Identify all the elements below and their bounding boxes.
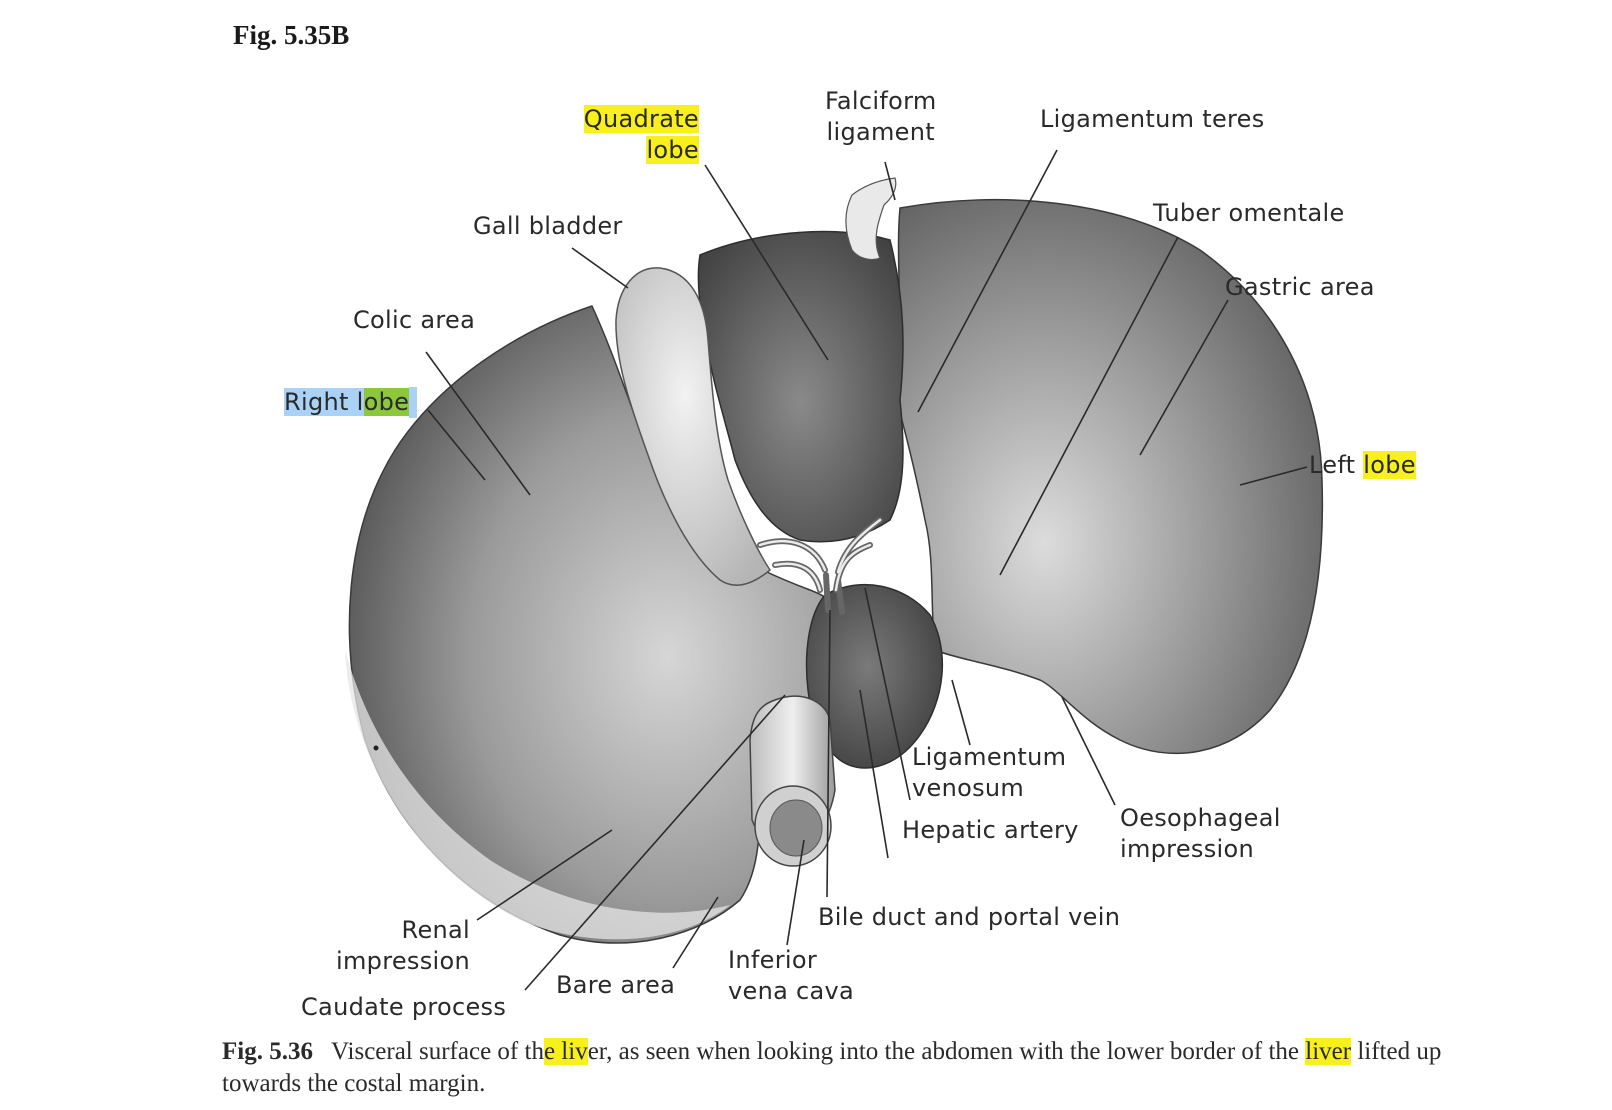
caption-text-part3: lifted up towards the costal margin. [222, 1038, 1442, 1097]
label-colic-area: Colic area [353, 306, 476, 334]
label-ligamentum-venosum-line1: Ligamentum [912, 743, 1067, 771]
label-oesophageal-impression: Oesophageal impression [1120, 803, 1281, 865]
label-oesophageal-line2: impression [1120, 835, 1254, 863]
figure-caption: Fig. 5.36 Visceral surface of the liver, … [222, 1036, 1522, 1100]
figure-reference: Fig. 5.35B [233, 20, 350, 50]
caption-figure-number: Fig. 5.36 [222, 1038, 313, 1065]
label-ivc-line1: Inferior [728, 946, 817, 974]
ivc-lumen [769, 799, 823, 857]
label-right-lobe: Right lobe [284, 387, 418, 418]
label-renal-line1: Renal [401, 916, 470, 944]
label-right-lobe-part1: Right l [284, 388, 364, 416]
caption-text-part1: Visceral surface of th [330, 1038, 544, 1065]
caption-highlight-2: liver [1305, 1038, 1352, 1065]
left-lobe-shape [894, 198, 1324, 755]
label-falciform-line2: ligament [826, 118, 935, 146]
label-quadrate-line2: lobe [646, 136, 699, 164]
label-tuber-omentale: Tuber omentale [1153, 199, 1345, 227]
label-bile-duct-portal-vein: Bile duct and portal vein [818, 903, 1121, 931]
label-oesophageal-line1: Oesophageal [1120, 804, 1281, 832]
label-right-lobe-part2: obe [363, 388, 410, 416]
label-ivc-line2: vena cava [728, 977, 855, 1005]
label-ligamentum-venosum: Ligamentum venosum [912, 742, 1066, 804]
gall-bladder-shape [615, 267, 771, 586]
falciform-ligament-shape [845, 177, 897, 261]
label-ligamentum-teres: Ligamentum teres [1040, 105, 1265, 133]
label-bare-area: Bare area [556, 971, 676, 999]
label-left-lobe-part2: lobe [1363, 451, 1416, 479]
leader-lines [425, 149, 1308, 991]
caudate-lobe-shape [805, 583, 944, 769]
label-quadrate-line1: Quadrate [583, 105, 699, 133]
label-falciform-ligament: Falciform ligament [825, 86, 937, 148]
caption-text-part2: er, as seen when looking into the abdome… [587, 1038, 1306, 1065]
label-falciform-line1: Falciform [825, 87, 937, 115]
label-ligamentum-venosum-line2: venosum [912, 774, 1025, 802]
label-gastric-area: Gastric area [1225, 273, 1375, 301]
label-inferior-vena-cava: Inferior vena cava [728, 945, 854, 1007]
label-caudate-process: Caudate process [301, 993, 507, 1021]
label-gall-bladder: Gall bladder [473, 212, 623, 240]
label-hepatic-artery: Hepatic artery [902, 816, 1079, 844]
caption-highlight-1: e liv [543, 1038, 588, 1065]
highlight-tail [409, 387, 418, 418]
label-renal-line2: impression [336, 947, 470, 975]
label-quadrate-lobe: Quadrate lobe [575, 104, 699, 166]
label-renal-impression: Renal impression [316, 915, 470, 977]
label-left-lobe: Left lobe [1309, 450, 1416, 481]
label-left-lobe-part1: Left [1309, 451, 1364, 479]
quadrate-lobe-shape [697, 230, 904, 543]
